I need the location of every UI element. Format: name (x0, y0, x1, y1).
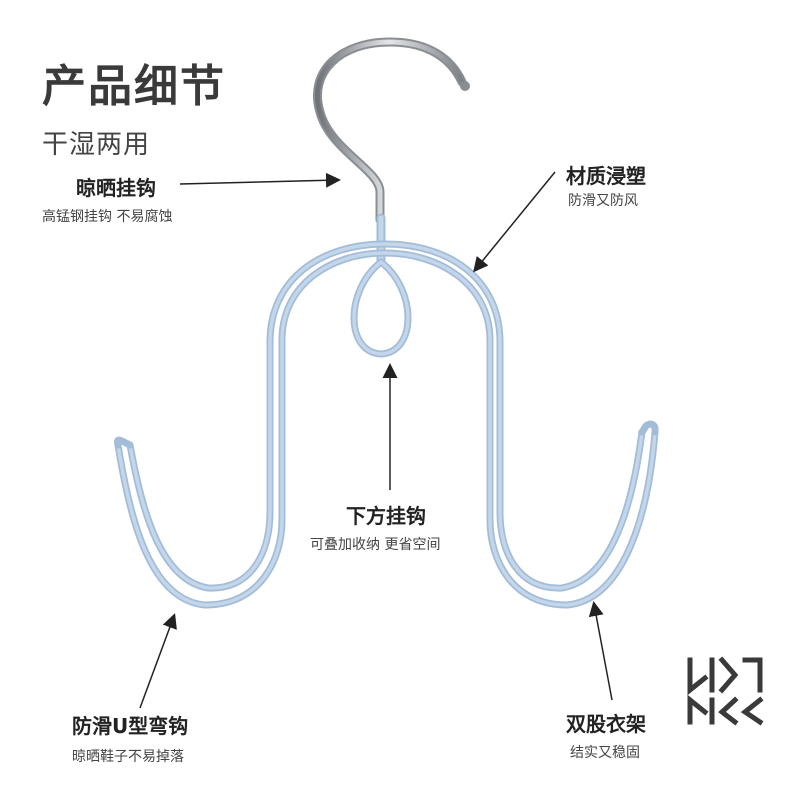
callout-material-label: 材质浸塑 (566, 164, 646, 188)
arrow-material (473, 171, 556, 273)
brand-logo-icon (687, 656, 764, 726)
callout-material-desc: 防滑又防风 (568, 193, 638, 209)
metal-top-hook (313, 37, 470, 225)
page-title: 产品细节 (42, 61, 226, 112)
callout-top-hook-label: 晾晒挂钩 (76, 176, 156, 200)
arrow-double-hanger (588, 601, 613, 701)
callout-u-hook-label: 防滑U型弯钩 (72, 714, 189, 738)
callout-arrows (139, 171, 613, 709)
callout-top-hook-desc: 高锰钢挂钩 不易腐蚀 (42, 209, 173, 225)
callout-double-hanger-label: 双股衣架 (566, 712, 646, 736)
arrow-top-hook (179, 172, 341, 188)
arrow-u-hook (139, 613, 177, 709)
hanger-frame (114, 213, 659, 609)
callout-bottom-hook-desc: 可叠加收纳 更省空间 (310, 537, 441, 553)
callout-double-hanger-desc: 结实又稳固 (570, 745, 640, 761)
callout-u-hook-desc: 晾晒鞋子不易掉落 (72, 749, 184, 765)
callout-bottom-hook-label: 下方挂钩 (346, 504, 426, 528)
page-subtitle: 干湿两用 (42, 130, 151, 160)
